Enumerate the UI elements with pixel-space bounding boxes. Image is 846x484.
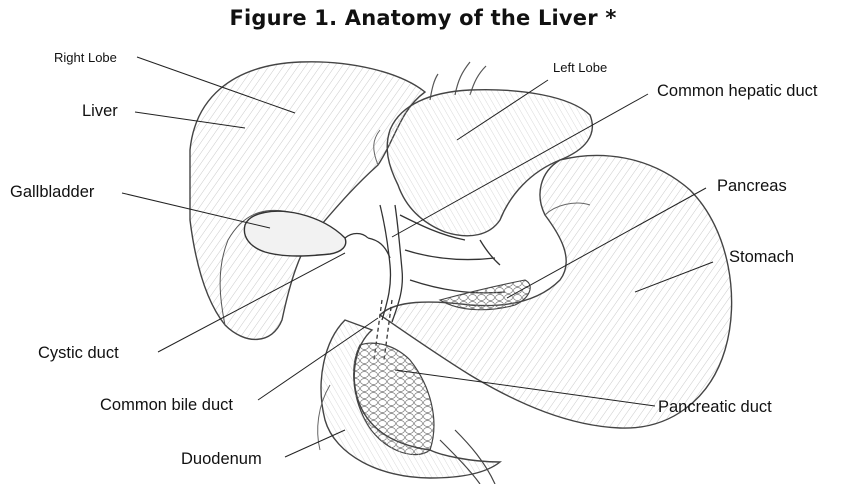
label-stomach: Stomach xyxy=(729,248,794,267)
label-common-bile-duct: Common bile duct xyxy=(100,396,233,415)
label-pancreatic-duct: Pancreatic duct xyxy=(658,398,772,417)
label-liver: Liver xyxy=(82,102,118,121)
label-pancreas: Pancreas xyxy=(717,177,787,196)
gallbladder-shape xyxy=(244,211,368,256)
liver-right-lobe-shape xyxy=(190,62,425,340)
label-gallbladder: Gallbladder xyxy=(10,183,94,202)
label-duodenum: Duodenum xyxy=(181,450,262,469)
label-left-lobe: Left Lobe xyxy=(553,60,607,75)
leader-duodenum xyxy=(285,430,345,457)
label-cystic-duct: Cystic duct xyxy=(38,344,119,363)
label-right-lobe: Right Lobe xyxy=(54,50,117,65)
label-common-hepatic-duct: Common hepatic duct xyxy=(657,82,818,101)
